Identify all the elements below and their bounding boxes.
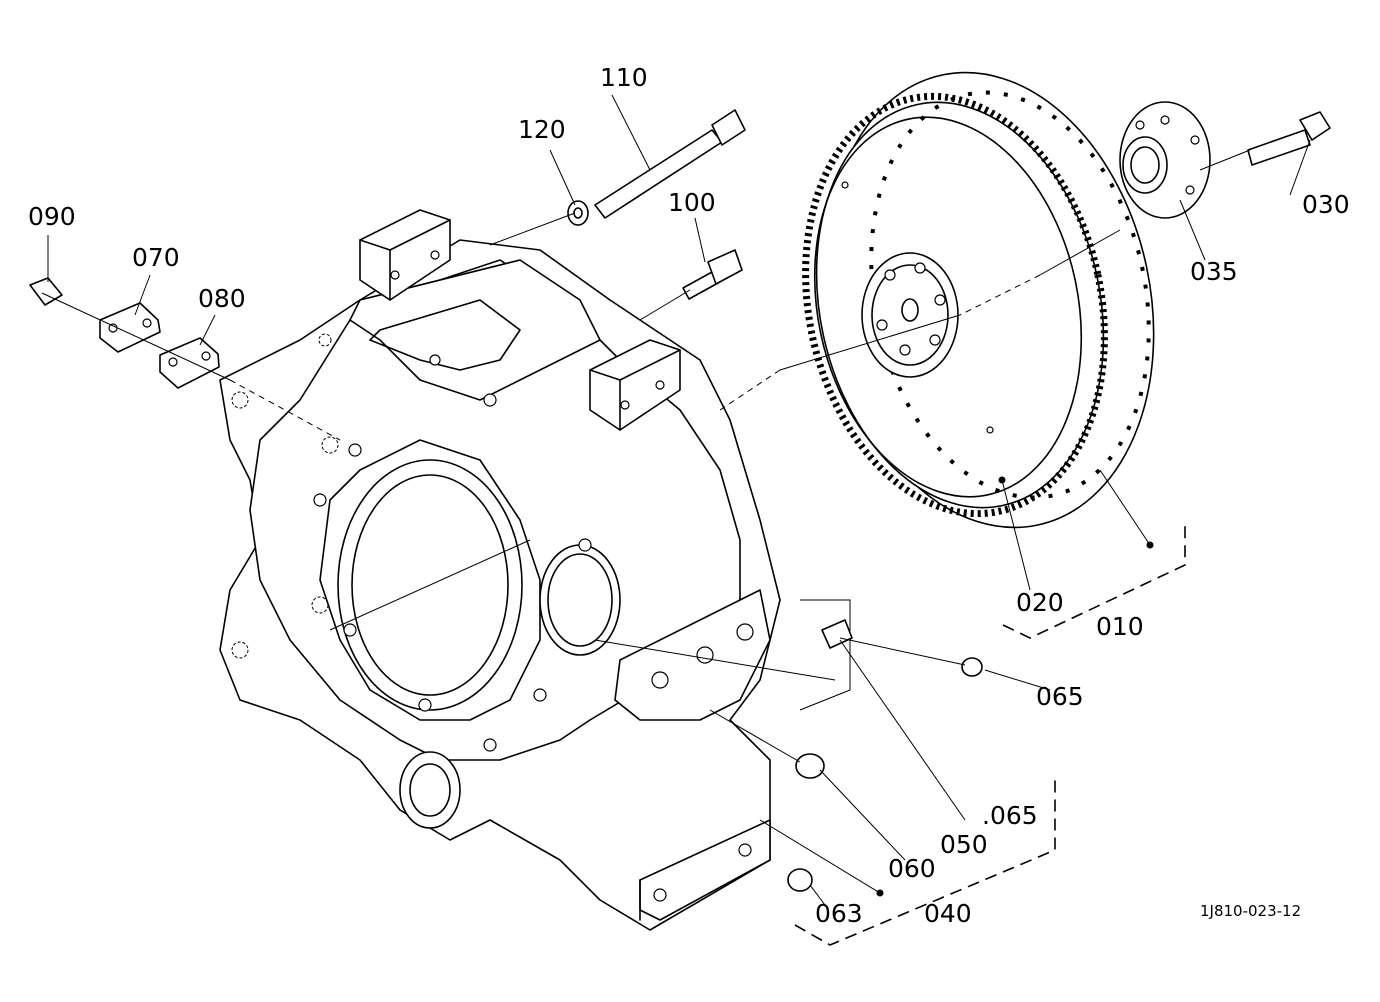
bushing-060 [795, 753, 825, 779]
dots [876, 476, 1154, 897]
group-brackets [794, 520, 1186, 946]
label-090: 090 [28, 202, 76, 231]
plug-065 [961, 657, 983, 677]
label-080: 080 [198, 284, 246, 313]
label-060: 060 [888, 854, 936, 883]
label-065: 065 [1036, 682, 1084, 711]
gasket-080 [159, 337, 220, 389]
bolt-100 [682, 249, 743, 300]
label-070: 070 [132, 243, 180, 272]
leader-lines [41, 94, 1311, 906]
label-050: 050 [940, 830, 988, 859]
label-100: 100 [668, 188, 716, 217]
washer-120 [567, 200, 589, 226]
flywheel-housing [219, 209, 851, 931]
label-020: 020 [1016, 588, 1064, 617]
drawing-number: 1J810-023-12 [1200, 902, 1301, 920]
label-010: 010 [1096, 612, 1144, 641]
label-035: 035 [1190, 257, 1238, 286]
label-040: 040 [924, 899, 972, 928]
plug-090 [29, 277, 63, 306]
label-030: 030 [1302, 190, 1350, 219]
label-065-dot: .065 [982, 801, 1038, 830]
bushing-063 [787, 868, 813, 892]
pin-050 [821, 619, 853, 649]
label-063: 063 [815, 899, 863, 928]
bolt-030 [1247, 111, 1331, 166]
cover-070 [99, 302, 161, 353]
label-120: 120 [518, 115, 566, 144]
coupling-hub [1119, 101, 1211, 219]
label-110: 110 [600, 63, 648, 92]
flywheel [802, 71, 1155, 529]
bolt-110 [594, 109, 746, 219]
